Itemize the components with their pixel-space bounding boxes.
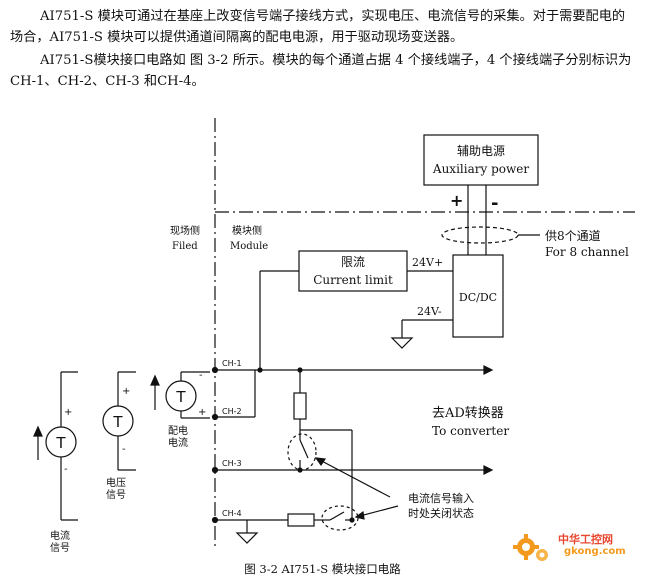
channel-bundle-ellipse [441,226,519,244]
current-signal-label-2: 信号 [50,542,70,554]
watermark-site-cn: 中华工控网 [558,533,613,546]
plus-label: + [450,191,463,210]
ch4-resistor [287,513,315,527]
switch-1-highlight [287,433,317,471]
t-symbol-power-dist: T [175,388,186,406]
voltage-signal-label-1: 电压 [106,476,126,489]
c-minus: - [64,464,68,475]
c-plus: + [64,407,72,418]
switch-note-line1: 电流信号输入 [408,491,474,505]
interface-paragraph: AI751-S模块接口电路如 图 3-2 所示。模块的每个通道占据 4 个接线端… [10,53,632,89]
gear-icon [513,534,548,561]
interface-circuit-diagram: 辅助电源 Auxiliary power + - 现场侧 Filed 模块侧 M… [33,118,635,554]
intro-paragraph: AI751-S 模块可通过在基座上改变信号端子接线方式，实现电压、电流信号的采集… [10,9,626,45]
channels-cn-label: 供8个通道 [545,229,601,243]
v-minus: - [122,444,126,455]
ch3-label: CH-3 [222,459,242,468]
field-side-en-label: Filed [172,241,198,252]
aux-power-cn-label: 辅助电源 [457,144,505,158]
ch1-label: CH-1 [222,359,242,368]
current-limit-en-label: Current limit [313,273,393,287]
aux-power-box [423,134,539,186]
switch-note-line2: 时处关闭状态 [408,506,474,520]
pd-minus: - [199,370,203,381]
current-limit-cn-label: 限流 [341,255,365,269]
to-ad-cn-label: 去AD转换器 [432,406,504,421]
module-side-cn-label: 模块侧 [232,224,262,237]
voltage-signal-label-2: 信号 [106,489,126,501]
shunt-resistor [293,392,307,420]
ch4-label: CH-4 [222,509,242,518]
power-dist-label-2: 电流 [168,436,188,449]
ch2-label: CH-2 [222,407,242,416]
figure-caption: 图 3-2 AI751-S 模块接口电路 [244,562,401,576]
t-symbol-current: T [55,434,66,452]
v24-plus-label: 24V+ [412,256,443,269]
to-ad-en-label: To converter [432,424,509,438]
field-side-cn-label: 现场侧 [170,224,200,237]
dcdc-label: DC/DC [459,291,497,304]
module-side-en-label: Module [230,241,268,252]
v24-minus-label: 24V- [417,305,442,318]
channels-en-label: For 8 channel [545,245,629,259]
pd-plus: + [198,407,206,418]
t-symbol-voltage: T [112,413,123,431]
current-signal-label-1: 电流 [50,529,70,542]
watermark-site-url: gkong.com [564,546,626,557]
aux-power-en-label: Auxiliary power [432,162,529,176]
v-plus: + [122,386,130,397]
power-dist-label-1: 配电 [168,424,188,437]
dcdc-box [452,254,504,338]
minus-label: - [491,193,498,214]
